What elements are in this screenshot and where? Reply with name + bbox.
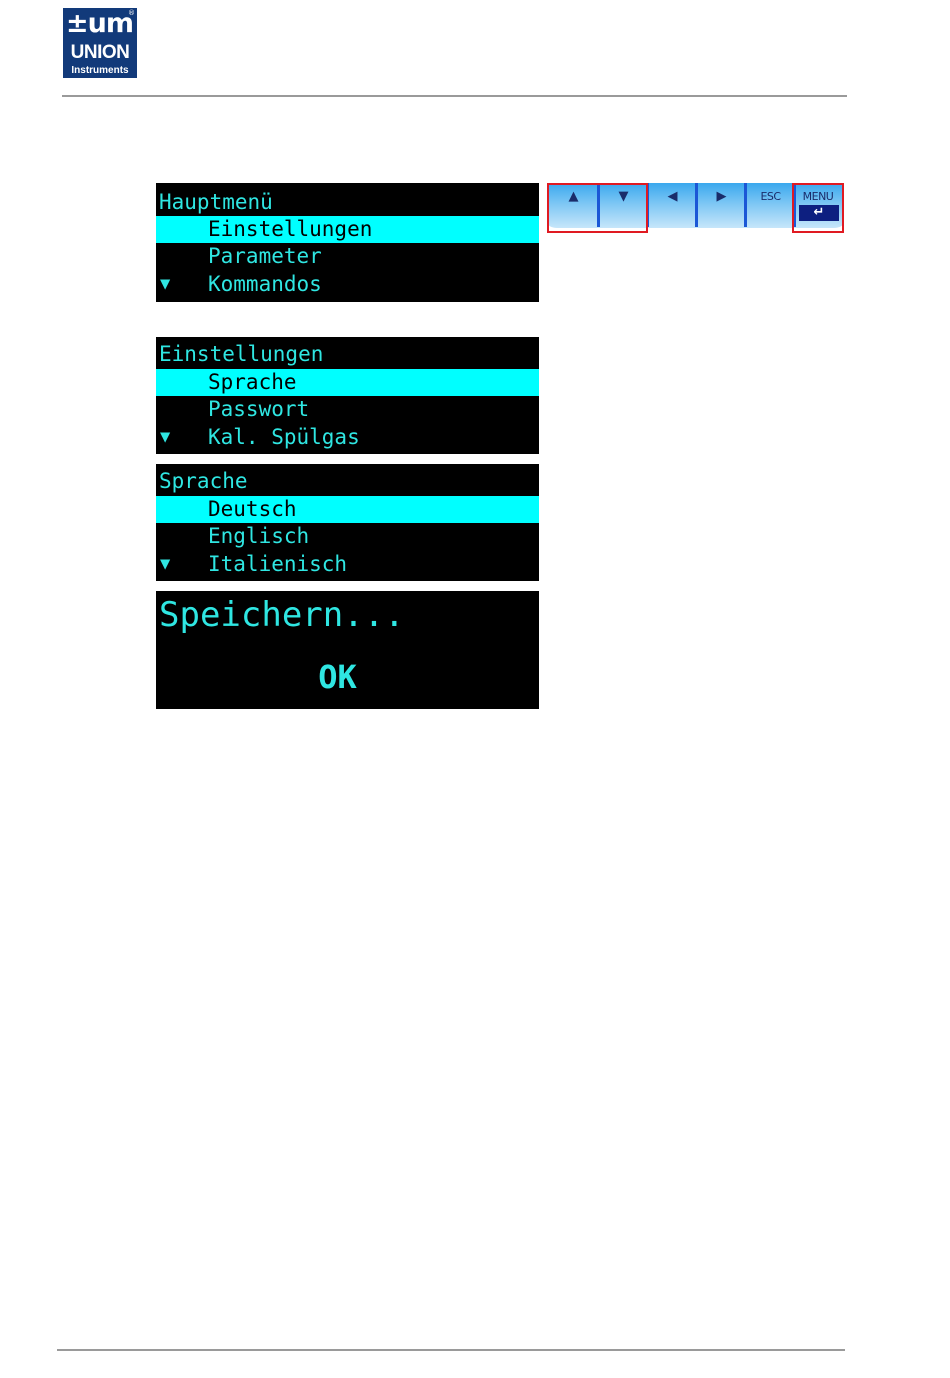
menu-item[interactable]: Passwort [156,396,539,423]
saving-message: Speichern... [159,594,405,636]
logo-registered-mark: ® [128,9,135,17]
lcd-screen-language: Sprache Deutsch Englisch Italienisch ▼ [156,464,539,581]
footer-divider [57,1349,845,1351]
screen-title: Hauptmenü [159,189,542,216]
device-keypad: ▲ ▼ ◀ ▶ ESC MENU ↵ [547,183,844,231]
screen-title: Sprache [159,468,542,495]
logo-subtitle: Instruments [63,65,137,76]
menu-item-selected[interactable]: Sprache [156,369,539,396]
lcd-screen-settings: Einstellungen Sprache Passwort Kal. Spül… [156,337,539,454]
more-items-down-icon: ▼ [160,271,170,298]
esc-label: ESC [746,183,795,211]
right-key[interactable]: ▶ [697,183,746,227]
menu-item-selected[interactable]: Deutsch [156,496,539,523]
menu-item[interactable]: Italienisch [156,551,539,578]
menu-item-selected[interactable]: Einstellungen [156,216,539,243]
saving-status: OK [156,657,519,697]
up-down-keys-highlight [547,183,648,233]
screen-title: Einstellungen [159,341,542,368]
left-key[interactable]: ◀ [648,183,697,227]
logo-name: UNION [63,43,137,63]
logo-mark: ±um [66,8,133,40]
menu-item[interactable]: Parameter [156,243,539,270]
menu-item[interactable]: Kommandos [156,271,539,298]
arrow-right-icon: ▶ [697,183,746,211]
header-divider [62,95,847,97]
arrow-left-icon: ◀ [648,183,697,211]
menu-item[interactable]: Englisch [156,523,539,550]
esc-key[interactable]: ESC [746,183,795,227]
more-items-down-icon: ▼ [160,551,170,578]
union-instruments-logo: ±um ® UNION Instruments [63,8,137,78]
menu-key-highlight [792,183,844,233]
lcd-screen-saving: Speichern... OK [156,591,539,709]
lcd-screen-main-menu: Hauptmenü Einstellungen Parameter Komman… [156,183,539,302]
menu-item[interactable]: Kal. Spülgas [156,424,539,451]
more-items-down-icon: ▼ [160,424,170,451]
